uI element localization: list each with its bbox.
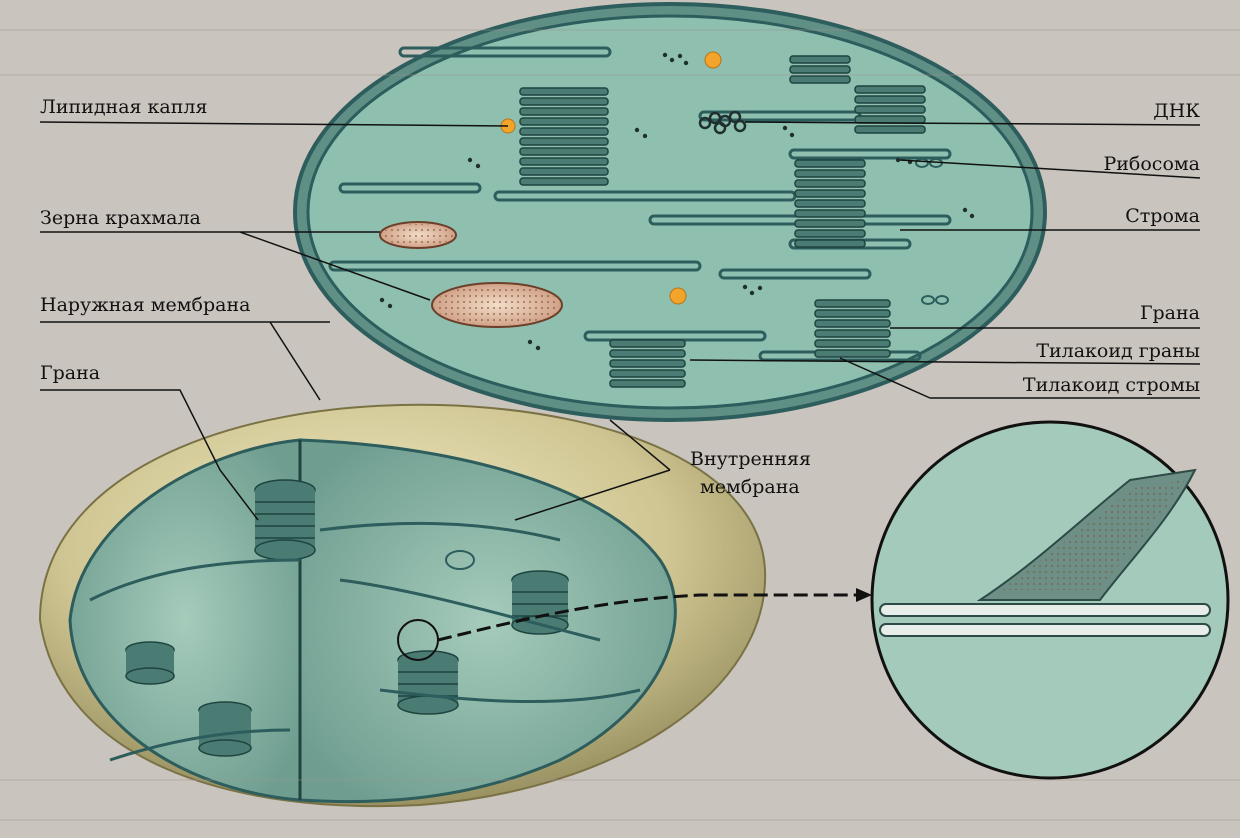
inset-membrane-lower bbox=[880, 624, 1210, 636]
label-dna: ДНК bbox=[1153, 102, 1200, 121]
granum-cylinder-4 bbox=[126, 642, 174, 684]
inset-membrane-upper bbox=[880, 604, 1210, 616]
starch-grain-small-dots bbox=[382, 224, 454, 246]
label-inner-membrane-line2: мембрана bbox=[700, 478, 800, 497]
granum-cylinder-3 bbox=[398, 651, 458, 714]
label-starch: Зерна крахмала bbox=[40, 209, 201, 228]
lipid-drop-2 bbox=[705, 52, 721, 68]
label-grana-left: Грана bbox=[40, 364, 100, 383]
granum-cylinder-5 bbox=[199, 702, 251, 756]
label-inner-membrane-line1: Внутренняя bbox=[690, 450, 811, 469]
label-thylakoid-stroma: Тилакоид стромы bbox=[1023, 376, 1200, 395]
label-grana-right: Грана bbox=[1140, 304, 1200, 323]
granum-cylinder-1 bbox=[255, 480, 315, 560]
label-thylakoid-grana: Тилакоид граны bbox=[1036, 342, 1200, 361]
label-outer-membrane: Наружная мембрана bbox=[40, 296, 250, 315]
label-lipid-drop: Липидная капля bbox=[40, 98, 207, 117]
chloroplast-section-top bbox=[295, 4, 1045, 420]
starch-grain-large-dots bbox=[434, 285, 560, 325]
membrane-magnified-inset bbox=[872, 422, 1228, 778]
granum-stack-3 bbox=[795, 160, 865, 247]
label-ribosome: Рибосома bbox=[1103, 155, 1200, 174]
granum-stack-5 bbox=[610, 340, 685, 387]
lipid-drop-3 bbox=[670, 288, 686, 304]
label-stroma: Строма bbox=[1125, 207, 1200, 226]
